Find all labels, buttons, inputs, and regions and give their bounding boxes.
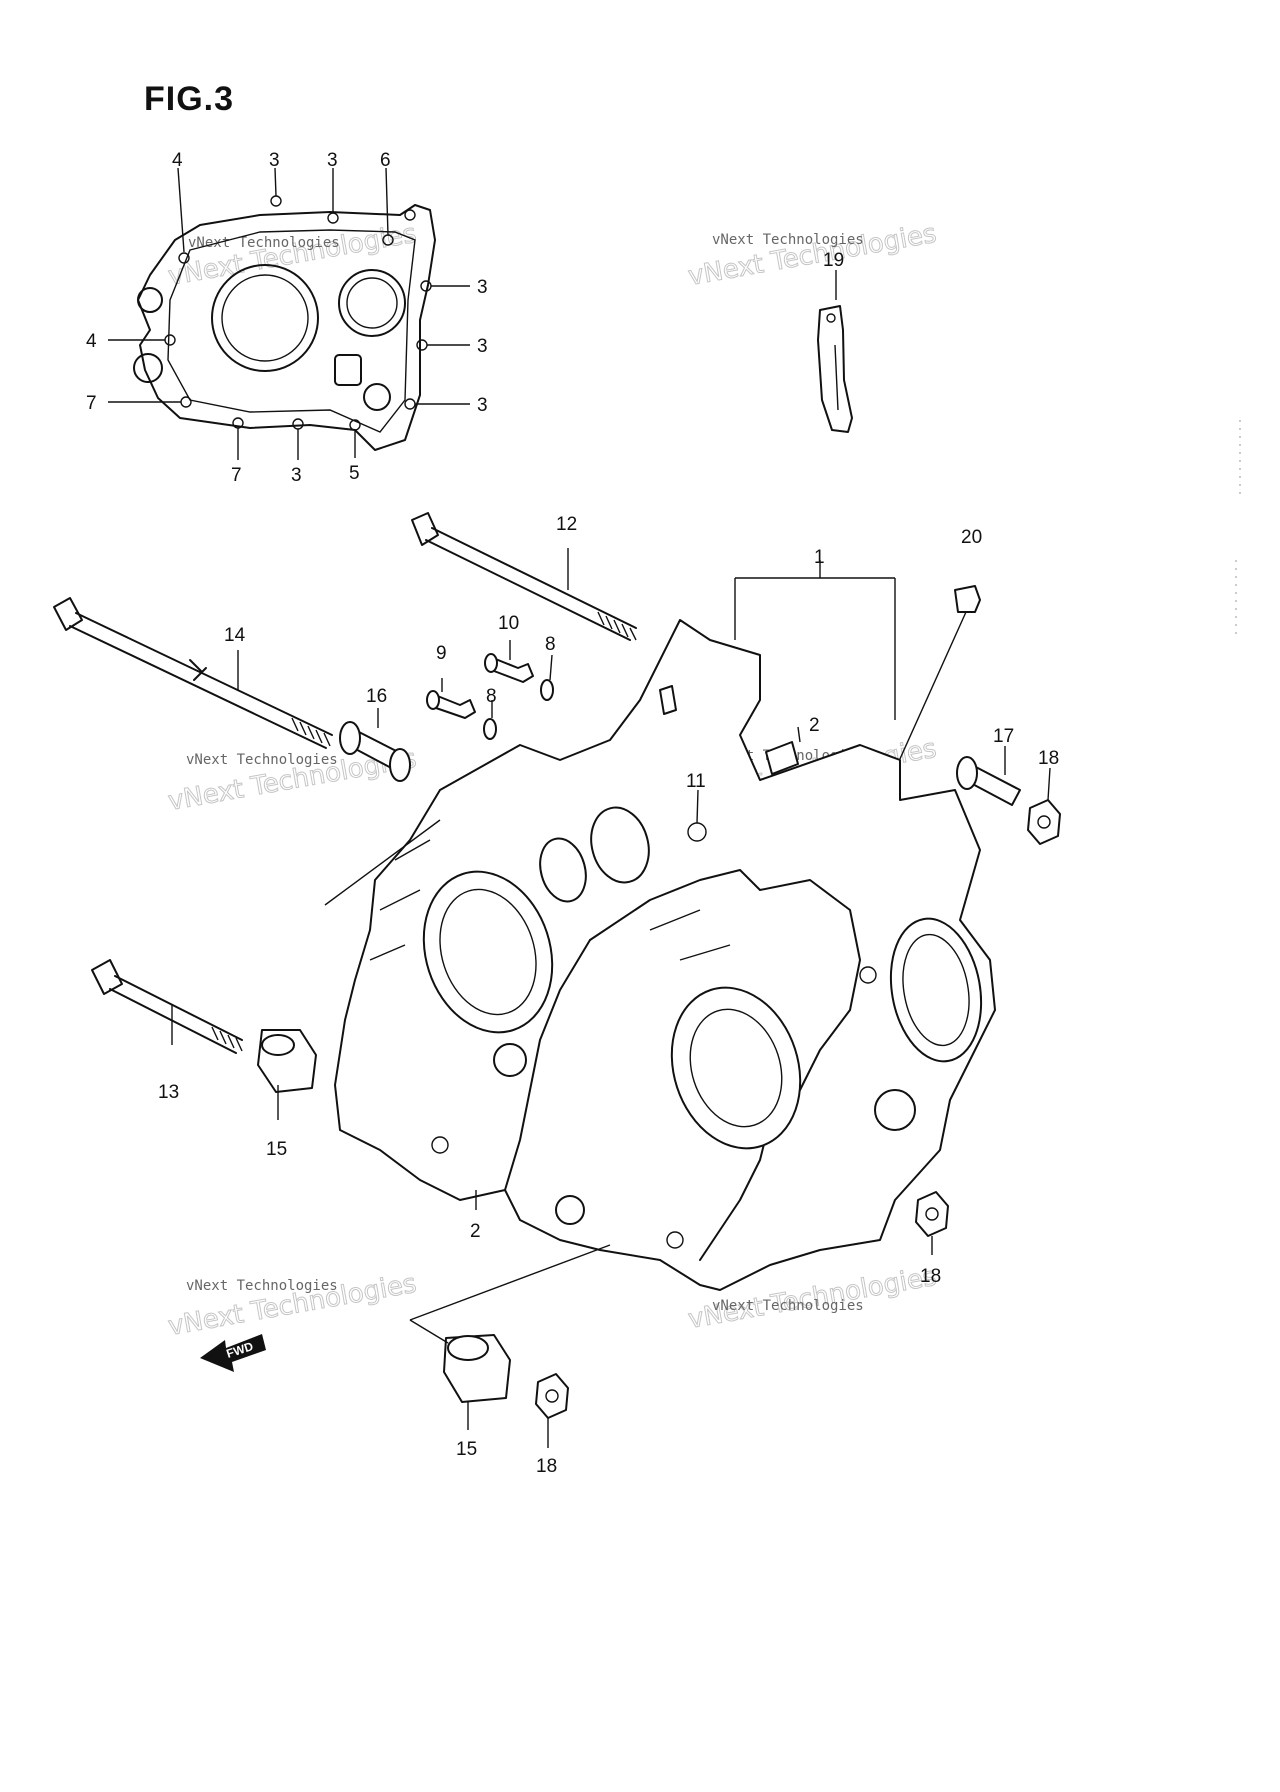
bushing-15 [257, 1029, 511, 1403]
callout-label: 3 [477, 277, 488, 298]
callout-label: 7 [231, 465, 242, 486]
callout-label: 8 [486, 686, 497, 707]
callout-label: 6 [380, 150, 391, 171]
washer-8 [483, 679, 554, 740]
watermark-small: vNext Technologies [186, 752, 338, 768]
gasket-drawing [133, 195, 436, 451]
callout-label: 7 [86, 393, 97, 414]
callout-label: 17 [993, 726, 1014, 747]
callout-label: 3 [291, 465, 302, 486]
callout-label: 15 [266, 1139, 287, 1160]
callout-label: 9 [436, 643, 447, 664]
callout-label: 11 [686, 771, 706, 792]
callout-label: 3 [269, 150, 280, 171]
watermark-small: vNext Technologies [188, 235, 340, 251]
pin-9 [426, 690, 476, 719]
callout-labels: 4 3 3 6 3 4 3 7 3 7 3 5 19 12 1 20 14 10… [86, 150, 1059, 1477]
callout-label: 13 [158, 1082, 179, 1103]
bolt-12 [411, 512, 637, 641]
callout-label: 20 [961, 527, 982, 548]
watermark-large: vNext Technologies [686, 219, 939, 292]
callout-label: 18 [1038, 748, 1059, 769]
callout-label: 3 [477, 395, 488, 416]
callout-label: 15 [456, 1439, 477, 1460]
spacer-17 [956, 756, 1021, 806]
gasket-leaders [108, 167, 470, 460]
watermark-small: vNext Technologies [712, 232, 864, 248]
callout-label: 18 [920, 1266, 941, 1287]
callout-label: 4 [172, 150, 183, 171]
watermark-large: vNext Technologies [166, 219, 419, 292]
callout-label: 1 [814, 547, 825, 568]
watermark-small: vNext Technologies [712, 1298, 864, 1314]
callout-label: 19 [823, 250, 844, 271]
callout-label: 18 [536, 1456, 557, 1477]
scan-edge-marks [1235, 420, 1241, 640]
callout-label: 10 [498, 613, 519, 634]
crankcase-assembly-1 [334, 619, 996, 1291]
callout-label: 4 [86, 331, 97, 352]
callout-label: 8 [545, 634, 556, 655]
forward-arrow-icon: FWD [200, 1334, 266, 1372]
callout-label: 5 [349, 463, 360, 484]
figure-title: FIG.3 [144, 80, 235, 118]
spacer-16 [339, 721, 411, 782]
callout-label: 16 [366, 686, 387, 707]
nut-18 [535, 799, 1061, 1419]
pin-10 [484, 653, 534, 683]
assembly-1-bracket [324, 560, 896, 1344]
bolt-13 [91, 959, 243, 1054]
callout-label: 12 [556, 514, 577, 535]
callout-label: 2 [809, 715, 820, 736]
bracket-part-19 [817, 270, 853, 433]
bolt-14 [53, 597, 333, 749]
part-leaders [171, 548, 1051, 1448]
callout-label: 3 [327, 150, 338, 171]
watermark-small: vNext Technologies [186, 1278, 338, 1294]
callout-label: 3 [477, 336, 488, 357]
callout-label: 2 [470, 1221, 481, 1242]
callout-label: 14 [224, 625, 246, 646]
